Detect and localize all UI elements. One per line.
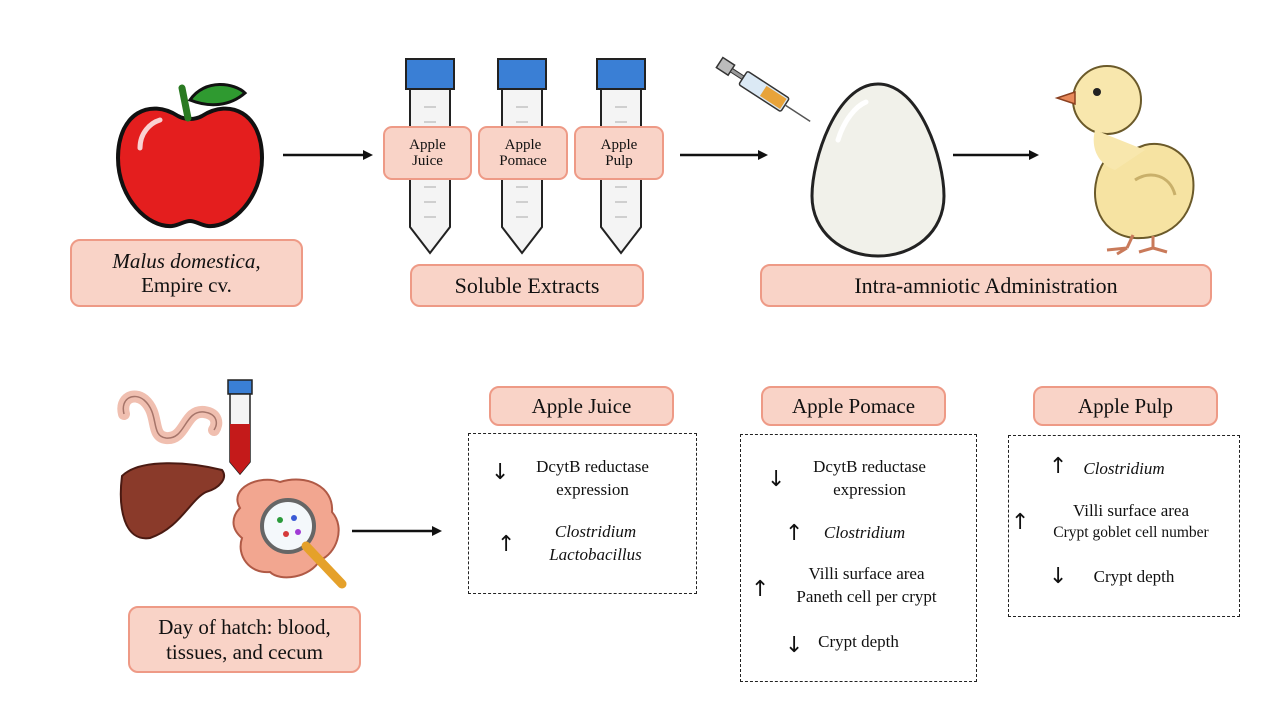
up-arrow-icon: ↑: [751, 577, 770, 602]
group-title-juice: Apple Juice: [489, 386, 674, 426]
chick-icon: [1054, 65, 1195, 256]
hatch-label: Day of hatch: blood, tissues, and cecum: [128, 606, 361, 673]
results-pomace: ↓ DcytB reductase expression ↑ Clostridi…: [740, 434, 977, 682]
finding-text: Lactobacillus: [549, 544, 642, 564]
syringe-icon: [715, 56, 811, 123]
apple-icon: [115, 83, 265, 229]
finding-text: Crypt depth: [818, 632, 899, 651]
finding-text: Villi surface area: [1072, 501, 1190, 520]
down-arrow-icon: ↓: [1049, 564, 1068, 589]
up-arrow-icon: ↑: [497, 532, 516, 557]
finding-text: Villi surface area: [808, 564, 925, 583]
arrow-right-icon: [953, 150, 1039, 160]
finding-text: Crypt depth: [1093, 567, 1175, 586]
arrow-right-icon: [283, 150, 373, 160]
finding-text: expression: [556, 479, 629, 499]
egg-icon: [810, 82, 946, 258]
extracts-label: Soluble Extracts: [410, 264, 644, 307]
finding-text: Crypt goblet cell number: [1053, 523, 1209, 541]
administration-label: Intra-amniotic Administration: [760, 264, 1212, 307]
group-title-pomace: Apple Pomace: [761, 386, 946, 426]
down-arrow-icon: ↓: [767, 467, 786, 492]
down-arrow-icon: ↓: [491, 460, 510, 485]
finding-text: Clostridium: [823, 523, 906, 542]
up-arrow-icon: ↑: [785, 521, 804, 546]
finding-text: DcytB reductase: [536, 457, 649, 476]
arrow-right-icon: [680, 150, 768, 160]
group-title-pulp: Apple Pulp: [1033, 386, 1218, 426]
finding-text: expression: [833, 479, 906, 499]
arrow-right-icon: [352, 526, 442, 536]
source-label: Malus domestica, Empire cv.: [70, 239, 303, 307]
up-arrow-icon: ↑: [1011, 510, 1030, 535]
results-pulp: ↑ Clostridium ↑ Villi surface area Crypt…: [1008, 435, 1240, 617]
finding-text: Clostridium: [1083, 459, 1165, 478]
up-arrow-icon: ↑: [1049, 454, 1068, 479]
finding-text: Paneth cell per crypt: [796, 586, 937, 606]
down-arrow-icon: ↓: [785, 633, 804, 658]
finding-text: DcytB reductase: [813, 457, 926, 476]
tissues-icon: [117, 379, 347, 589]
results-juice: ↓ DcytB reductase expression ↑ Clostridi…: [468, 433, 697, 594]
finding-text: Clostridium: [554, 522, 637, 541]
